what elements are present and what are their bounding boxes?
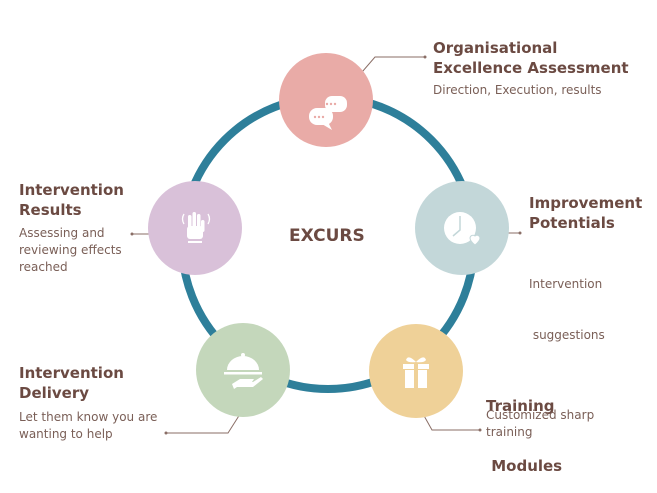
desc-line: Assessing and bbox=[19, 226, 105, 240]
center-label: EXCURS bbox=[289, 226, 365, 246]
desc-line: reached bbox=[19, 260, 68, 274]
node-title-delivery: Intervention Delivery bbox=[19, 363, 124, 403]
node-title-training: Training Modules bbox=[486, 356, 562, 493]
desc-line: Customized sharp bbox=[486, 408, 595, 422]
title-line: Training bbox=[486, 397, 555, 415]
title-line: Intervention bbox=[19, 181, 124, 199]
node-desc-results: Assessing and reviewing effects reached bbox=[19, 225, 122, 276]
connector-line bbox=[166, 410, 243, 434]
desc-line: Let them know you are bbox=[19, 410, 158, 424]
title-line: Results bbox=[19, 201, 82, 219]
clock-heart-icon bbox=[444, 212, 481, 246]
desc-line: suggestions bbox=[529, 328, 605, 342]
node-desc-improvement: Intervention suggestions bbox=[529, 242, 605, 361]
node-desc-organisational: Direction, Execution, results bbox=[433, 82, 602, 99]
title-line: Improvement bbox=[529, 194, 643, 212]
title-line: Organisational bbox=[433, 39, 558, 57]
node-title-improvement: Improvement Potentials bbox=[529, 193, 642, 233]
serving-tray-icon bbox=[224, 353, 263, 389]
node-desc-delivery: Let them know you are wanting to help bbox=[19, 409, 157, 443]
node-improvement-potentials bbox=[415, 181, 509, 275]
title-line: Potentials bbox=[529, 214, 615, 232]
title-line: Delivery bbox=[19, 384, 90, 402]
desc-line: Intervention bbox=[529, 277, 603, 291]
gift-icon bbox=[403, 357, 429, 388]
title-line: Modules bbox=[486, 457, 563, 475]
title-line: Excellence Assessment bbox=[433, 59, 629, 77]
node-intervention-results bbox=[148, 181, 242, 275]
desc-line: training bbox=[486, 425, 533, 439]
desc-line: Direction, Execution, results bbox=[433, 83, 602, 97]
node-title-organisational: Organisational Excellence Assessment bbox=[433, 38, 629, 78]
title-line: Intervention bbox=[19, 364, 124, 382]
raised-hand-icon bbox=[181, 212, 211, 243]
node-desc-training: Customized sharp training bbox=[486, 407, 594, 441]
node-organisational-excellence bbox=[279, 53, 373, 147]
desc-line: reviewing effects bbox=[19, 243, 122, 257]
node-title-results: Intervention Results bbox=[19, 180, 124, 220]
desc-line: wanting to help bbox=[19, 427, 113, 441]
chat-bubbles-icon bbox=[309, 96, 347, 130]
connector-line bbox=[355, 56, 425, 80]
node-intervention-delivery bbox=[196, 323, 290, 417]
node-training-modules bbox=[369, 324, 463, 418]
